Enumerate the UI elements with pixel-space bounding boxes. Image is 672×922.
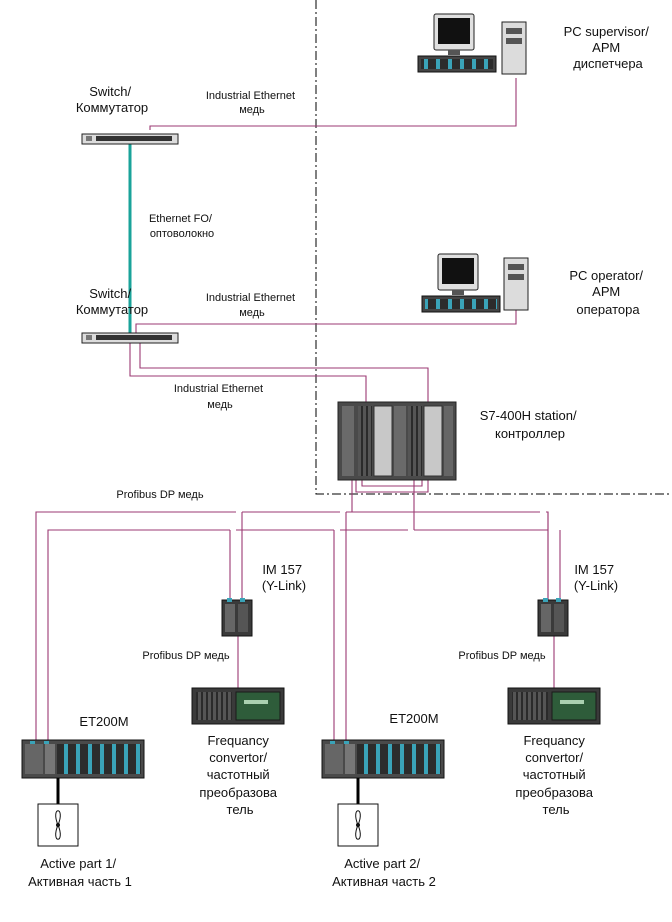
im157-left-icon xyxy=(221,598,253,637)
label-fc-right: Frequancy convertor/ частотный преобразо… xyxy=(515,733,596,817)
pc-operator-icon xyxy=(421,253,529,313)
switch-top xyxy=(81,133,179,145)
label-profibus-right: Profibus DP медь xyxy=(458,650,545,662)
label-fc-left: Frequancy convertor/ частотный преобразо… xyxy=(199,733,280,817)
profibus-line-2 xyxy=(47,529,548,745)
profibus-line-1 xyxy=(35,511,549,745)
im157-right-icon xyxy=(537,598,569,637)
et200m-right-icon xyxy=(321,739,445,779)
frequency-converter-left-icon xyxy=(191,687,285,725)
label-station: S7-400H station/ контроллер xyxy=(480,408,580,441)
cable-station-a xyxy=(129,340,367,402)
copper-cables xyxy=(35,78,561,745)
cable-station-loop xyxy=(355,478,429,493)
label-pc-supervisor: PC supervisor/ АРМ диспетчера xyxy=(564,24,653,71)
cable-station-b xyxy=(139,340,429,402)
label-et200m-left: ET200M xyxy=(79,714,128,729)
label-ie-mid: Industrial Ethernet медь xyxy=(206,292,298,319)
profibus-drops xyxy=(229,512,561,745)
label-profibus-left: Profibus DP медь xyxy=(142,650,229,662)
label-et200m-right: ET200M xyxy=(389,711,438,726)
et200m-left-icon xyxy=(21,739,145,779)
label-switch-top: Switch/ Коммутатор xyxy=(76,84,148,115)
s7-400h-station-icon xyxy=(337,401,457,481)
fan-left-icon xyxy=(37,803,79,847)
label-ie-low: Industrial Ethernet медь xyxy=(174,383,266,411)
cable-operator xyxy=(135,304,517,333)
pc-supervisor-icon xyxy=(417,13,527,75)
label-pc-operator: PC operator/ АРМ оператора xyxy=(569,268,646,317)
fan-right-icon xyxy=(337,803,379,847)
control-room-boundary xyxy=(315,0,672,495)
cable-supervisor xyxy=(149,78,517,130)
label-profibus-main: Profibus DP медь xyxy=(116,489,203,501)
label-im-right: IM 157 (Y-Link) xyxy=(574,562,618,593)
switch-bottom xyxy=(81,332,179,344)
label-switch-bottom: Switch/ Коммутатор xyxy=(76,286,148,317)
label-fiber: Ethernet FO/ оптоволокно xyxy=(149,213,215,240)
label-im-left: IM 157 (Y-Link) xyxy=(262,562,306,593)
label-active-part-2: Active part 2/ Активная часть 2 xyxy=(332,856,436,889)
station-to-profibus xyxy=(351,478,415,530)
frequency-converter-right-icon xyxy=(507,687,601,725)
label-active-part-1: Active part 1/ Активная часть 1 xyxy=(28,856,132,889)
label-ie-top: Industrial Ethernet медь xyxy=(206,90,298,116)
